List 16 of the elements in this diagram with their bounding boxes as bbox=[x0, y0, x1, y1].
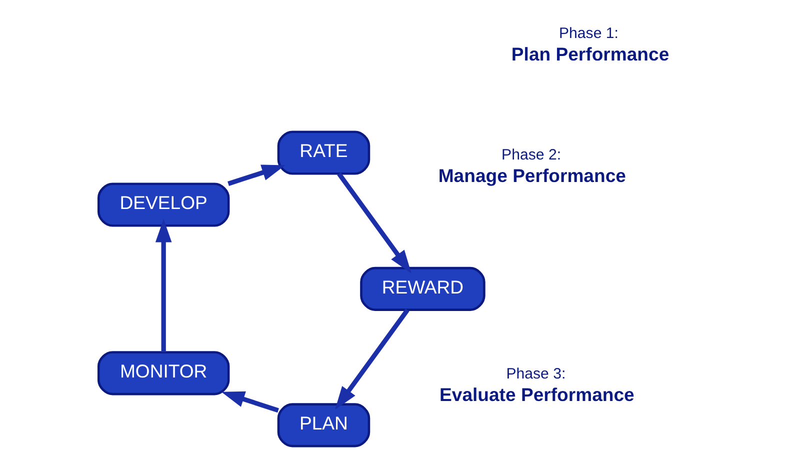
label: Evaluate Performance bbox=[439, 384, 634, 406]
label: Manage Performance bbox=[438, 165, 626, 186]
node-box: DEVELOP bbox=[96, 182, 230, 227]
arrow bbox=[220, 391, 278, 413]
node-box: RATE bbox=[276, 130, 370, 175]
label: Phase 2: bbox=[501, 146, 561, 164]
label: Plan Performance bbox=[510, 43, 669, 64]
label: Phase 3: bbox=[506, 366, 566, 383]
arrow bbox=[227, 164, 285, 186]
label: Phase 1: bbox=[558, 24, 618, 42]
arrow bbox=[334, 308, 409, 410]
arrow bbox=[336, 172, 411, 274]
node-box: REWARD bbox=[360, 266, 485, 311]
node-box: MONITOR bbox=[96, 351, 230, 396]
node-box: PLAN bbox=[276, 403, 370, 448]
arrow bbox=[154, 219, 172, 352]
